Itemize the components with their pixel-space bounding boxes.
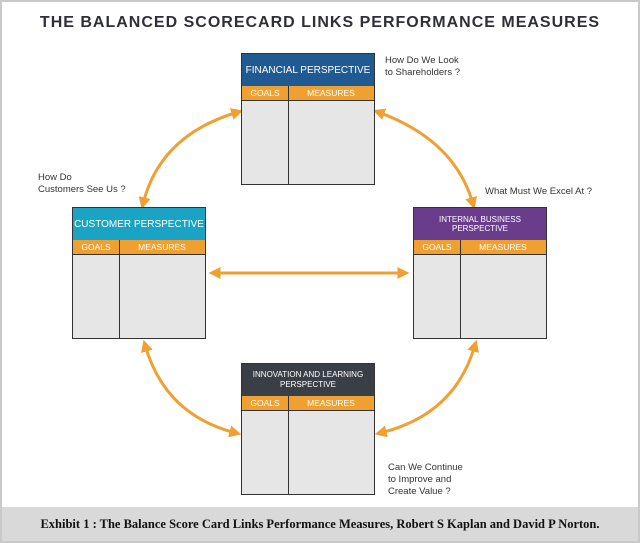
diagram-title: THE BALANCED SCORECARD LINKS PERFORMANCE… [39, 14, 601, 31]
question-internal: What Must We Excel At ? [485, 186, 593, 197]
column-divider [288, 396, 289, 494]
internal-business-perspective-card: INTERNAL BUSINESS PERSPECTIVE GOALS MEAS… [413, 207, 547, 339]
arrow-financial-internal [372, 108, 477, 210]
goals-label: GOALS [250, 88, 280, 98]
measures-label: MEASURES [479, 242, 527, 252]
goals-label: GOALS [250, 398, 280, 408]
internal-card-columns: GOALS MEASURES [414, 240, 546, 254]
measures-label: MEASURES [307, 88, 355, 98]
column-divider [119, 240, 120, 338]
goals-label: GOALS [81, 242, 111, 252]
measures-label: MEASURES [307, 398, 355, 408]
arrow-customer-innovation [141, 339, 242, 438]
measures-label: MEASURES [138, 242, 186, 252]
innovation-card-header: INNOVATION AND LEARNING PERSPECTIVE [242, 364, 374, 396]
column-divider [288, 86, 289, 184]
innovation-learning-perspective-card: INNOVATION AND LEARNING PERSPECTIVE GOAL… [241, 363, 375, 495]
question-financial: How Do We Look to Shareholders ? [385, 55, 460, 78]
column-divider [460, 240, 461, 338]
innovation-card-columns: GOALS MEASURES [242, 396, 374, 410]
customer-card-columns: GOALS MEASURES [73, 240, 205, 254]
question-customer: How Do Customers See Us ? [38, 172, 126, 195]
financial-perspective-card: FINANCIAL PERSPECTIVE GOALS MEASURES [241, 53, 375, 185]
question-innovation: Can We Continue to Improve and Create Va… [388, 462, 463, 497]
internal-card-header: INTERNAL BUSINESS PERSPECTIVE [414, 208, 546, 240]
goals-label: GOALS [422, 242, 452, 252]
customer-perspective-card: CUSTOMER PERSPECTIVE GOALS MEASURES [72, 207, 206, 339]
arrow-internal-innovation [374, 339, 479, 438]
arrow-financial-customer [138, 108, 244, 210]
customer-card-header: CUSTOMER PERSPECTIVE [73, 208, 205, 240]
financial-card-header: FINANCIAL PERSPECTIVE [242, 54, 374, 86]
figure-caption: Exhibit 1 : The Balance Score Card Links… [2, 507, 638, 541]
financial-card-columns: GOALS MEASURES [242, 86, 374, 100]
